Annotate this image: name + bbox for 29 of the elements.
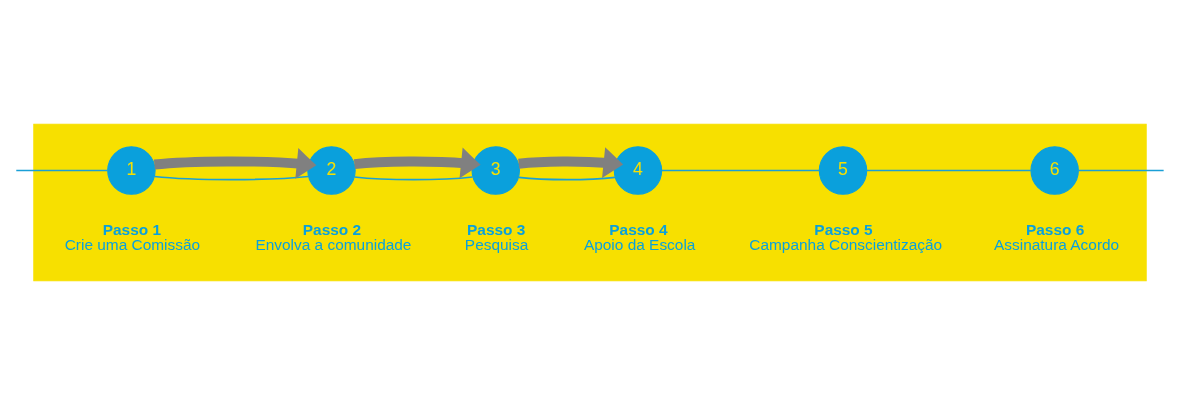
node-label: Passo 2 xyxy=(302,220,362,238)
node-label: Assinatura Acordo xyxy=(994,235,1120,253)
node-label: Apoio da Escola xyxy=(583,235,696,253)
connector xyxy=(1077,169,1165,171)
node-circle: 4 xyxy=(613,145,663,195)
node-label: Passo 6 xyxy=(1026,220,1085,238)
node-circle: 5 xyxy=(818,145,868,195)
connector xyxy=(866,169,1032,171)
node-label: Crie uma Comissão xyxy=(64,235,201,253)
node-circle: 1 xyxy=(107,145,156,195)
cluster xyxy=(33,123,1147,281)
node-label: Passo 4 xyxy=(609,220,668,238)
arrow xyxy=(518,146,624,178)
node-label: Passo 3 xyxy=(467,220,526,238)
node-label: Campanha Conscientização xyxy=(749,235,943,253)
arrow xyxy=(353,147,481,178)
node-label: Pesquisa xyxy=(464,235,529,253)
node-circle: 6 xyxy=(1030,145,1079,195)
connector xyxy=(153,175,310,180)
connector xyxy=(661,169,820,171)
node-label: Passo 5 xyxy=(814,220,873,238)
arrow xyxy=(153,147,317,179)
node-label: Envolva a comunidade xyxy=(255,235,412,253)
connector xyxy=(517,176,616,180)
node-label: Passo 1 xyxy=(102,220,162,238)
connector xyxy=(353,175,474,180)
node-circle: 2 xyxy=(307,145,356,195)
node-circle: 3 xyxy=(471,145,520,195)
connector xyxy=(15,169,109,171)
